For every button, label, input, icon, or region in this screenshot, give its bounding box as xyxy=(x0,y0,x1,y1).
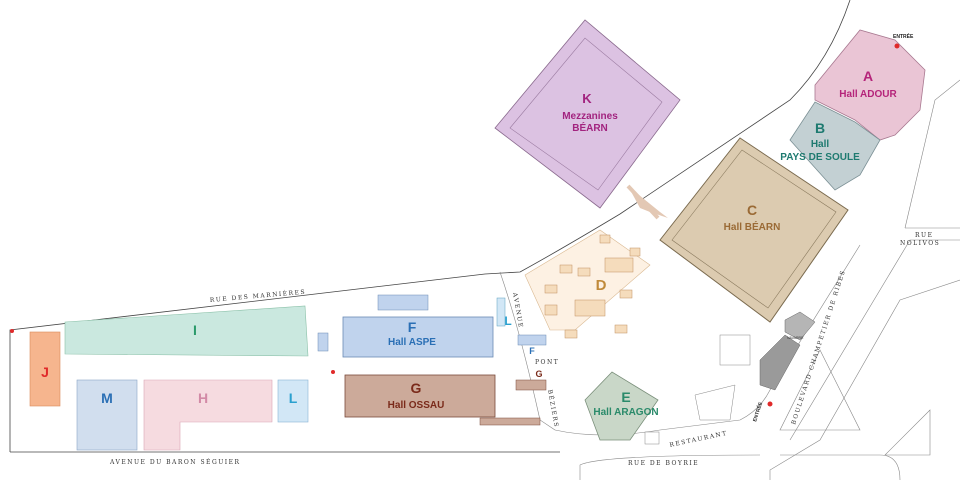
hall-l[interactable] xyxy=(277,379,309,423)
small-building xyxy=(644,431,660,445)
hall-h[interactable] xyxy=(143,379,273,451)
hall-e-letter: E xyxy=(621,389,630,405)
street-pont: PONT xyxy=(535,359,559,366)
street-rue-des-marnieres: RUE DES MARNIÈRES xyxy=(209,288,306,304)
hall-f-annex[interactable] xyxy=(377,294,429,311)
hall-c-name: Hall BÉARN xyxy=(724,220,781,233)
street-nolivos: NOLIVOS xyxy=(900,240,940,247)
hall-a-adour[interactable] xyxy=(814,29,926,141)
traffic-island xyxy=(884,409,931,456)
road-edge-2 xyxy=(780,454,901,480)
kiosk-d[interactable] xyxy=(544,284,558,294)
street-beziers: BÉZIERS xyxy=(546,389,561,429)
hall-f-aspe[interactable] xyxy=(342,316,494,358)
kiosk-d[interactable] xyxy=(544,304,558,316)
hall-d-letter: D xyxy=(596,277,607,294)
kiosk-d[interactable] xyxy=(577,267,591,277)
entrance-marker[interactable] xyxy=(10,329,14,333)
hall-g-annex[interactable] xyxy=(479,417,541,426)
hall-f-letter: F xyxy=(408,319,417,335)
kiosk-d[interactable] xyxy=(614,324,628,334)
hall-e-name: Hall ARAGON xyxy=(593,407,658,418)
hall-i[interactable] xyxy=(64,305,309,357)
hall-k-name-line1: Mezzanines xyxy=(562,111,618,122)
hall-m[interactable] xyxy=(76,379,138,451)
hall-f-annex[interactable] xyxy=(317,332,329,352)
hall-b-letter: B xyxy=(815,120,825,136)
hall-a-name: Hall ADOUR xyxy=(839,89,897,100)
entrance-label-bottom: ENTRÉE xyxy=(750,400,764,422)
kiosk-d[interactable] xyxy=(604,257,634,273)
hall-l-letter: L xyxy=(289,390,298,406)
inner-road xyxy=(554,244,861,436)
kiosk-d[interactable] xyxy=(574,299,606,317)
kiosk-d[interactable] xyxy=(629,247,641,257)
entrance-marker[interactable] xyxy=(331,370,335,374)
hall-f-name: Hall ASPE xyxy=(388,337,436,348)
hall-g-small-building[interactable] xyxy=(515,379,547,391)
hall-b-name-line2: PAYS DE SOULE xyxy=(780,152,860,163)
navarre-building xyxy=(784,311,816,341)
kiosk-d[interactable] xyxy=(619,289,633,299)
hall-l-small-letter: L xyxy=(504,314,511,328)
site-boundary xyxy=(9,0,851,452)
hall-a-letter: A xyxy=(863,68,873,84)
hall-k-mezzanines[interactable] xyxy=(494,19,681,209)
kiosk-d[interactable] xyxy=(599,234,611,244)
hall-i-letter: I xyxy=(193,322,197,338)
roundabout-island xyxy=(779,349,861,431)
hall-g-letter: G xyxy=(411,380,422,396)
restaurant-building xyxy=(694,384,736,421)
hall-g-small-letter: G xyxy=(535,369,542,379)
hall-c-bearn[interactable] xyxy=(659,137,849,323)
boulevard-edge-2 xyxy=(769,279,960,480)
hall-m-letter: M xyxy=(101,390,113,406)
hall-k-inner-outline xyxy=(509,37,663,191)
hall-f-small-building[interactable] xyxy=(517,334,547,346)
hall-c-letter: C xyxy=(747,202,757,218)
entrance-marker[interactable] xyxy=(767,401,773,407)
hall-k-letter: K xyxy=(582,91,592,106)
hall-g-ossau[interactable] xyxy=(344,374,496,418)
east-road-edge xyxy=(904,79,960,229)
kiosk-d[interactable] xyxy=(564,329,578,339)
rue-de-boyrie-edge xyxy=(579,454,761,480)
hall-j-letter: J xyxy=(41,364,49,380)
street-restaurant: RESTAURANT xyxy=(669,430,728,449)
hall-c-inner-outline xyxy=(671,149,837,309)
hall-l-small-building[interactable] xyxy=(496,297,506,327)
street-avenue: AVENUE xyxy=(511,291,524,329)
street-avenue-du-baron-seguier: AVENUE DU BARON SÉGUIER xyxy=(109,458,241,466)
kiosk-d[interactable] xyxy=(559,264,573,274)
hall-f-small-letter: F xyxy=(529,346,535,356)
street-rue-de-boyrie: RUE DE BOYRIE xyxy=(628,460,699,467)
parking-building xyxy=(759,334,801,391)
hall-b-name-line1: Hall xyxy=(811,139,830,150)
hall-b-pays-de-soule[interactable] xyxy=(789,101,881,191)
building-navarre-label: NAVARRE xyxy=(787,336,804,340)
hall-j[interactable] xyxy=(29,331,61,407)
annex-building xyxy=(719,334,751,366)
hall-h-letter: H xyxy=(198,390,208,406)
direction-arrow-shaft xyxy=(626,184,660,220)
street-rue: RUE xyxy=(915,232,933,239)
boulevard-edge-1 xyxy=(789,239,960,441)
hall-g-name: Hall OSSAU xyxy=(388,400,445,411)
entrance-label-top: ENTRÉE xyxy=(893,32,914,40)
entrance-marker[interactable] xyxy=(894,43,900,49)
hall-e-aragon[interactable] xyxy=(584,371,659,441)
hall-k-name-line2: BÉARN xyxy=(572,121,608,134)
